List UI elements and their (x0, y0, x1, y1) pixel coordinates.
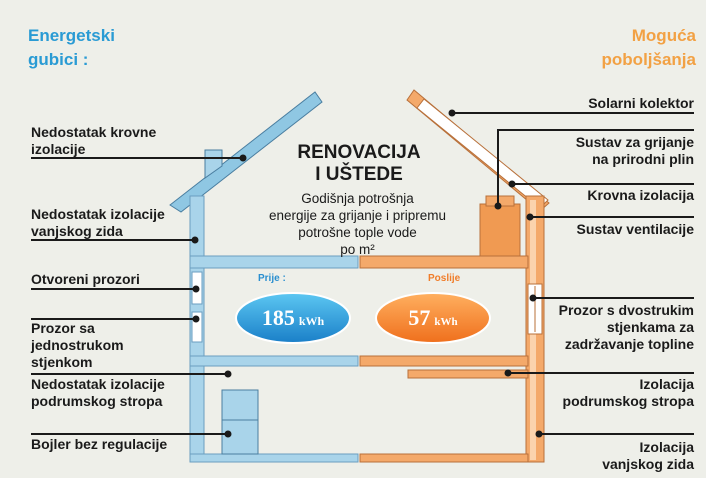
before-value: 185 kWh (261, 305, 325, 330)
after-caption: Poslije (428, 273, 461, 284)
improvement-ventilation: Sustav ventilacije (576, 221, 694, 237)
leader-lines-left (31, 154, 247, 438)
improvement-roof-insulation: Krovna izolacija (587, 187, 694, 203)
improvement-solar-collector: Solarni kolektor (588, 95, 694, 111)
house-after (359, 89, 550, 463)
loss-open-windows: Otvoreni prozori (31, 271, 140, 287)
subtitle: Godišnja potrošnja energije za grijanje … (268, 191, 447, 257)
loss-boiler: Bojler bez regulacije (31, 436, 168, 452)
gas-heater (479, 203, 521, 257)
ground-after (359, 453, 529, 463)
mid-floor-after (359, 355, 529, 367)
title: RENOVACIJA I UŠTEDE (297, 142, 421, 185)
heading-improvements: Moguća poboljšanja (601, 26, 696, 69)
before-caption: Prije : (258, 273, 286, 284)
badge-before (235, 292, 351, 344)
window-single (191, 311, 203, 343)
after-value: 57 kWh (408, 305, 458, 330)
roof-left-before (169, 91, 323, 213)
heading-losses: Energetski gubici : (28, 26, 115, 69)
attic-floor-before (189, 255, 359, 269)
badge-after (375, 292, 491, 344)
mid-floor-before (189, 355, 359, 367)
attic-floor-after (359, 255, 529, 269)
boiler (221, 389, 259, 455)
ground-before (189, 453, 359, 463)
leader-lines-right (448, 109, 694, 438)
